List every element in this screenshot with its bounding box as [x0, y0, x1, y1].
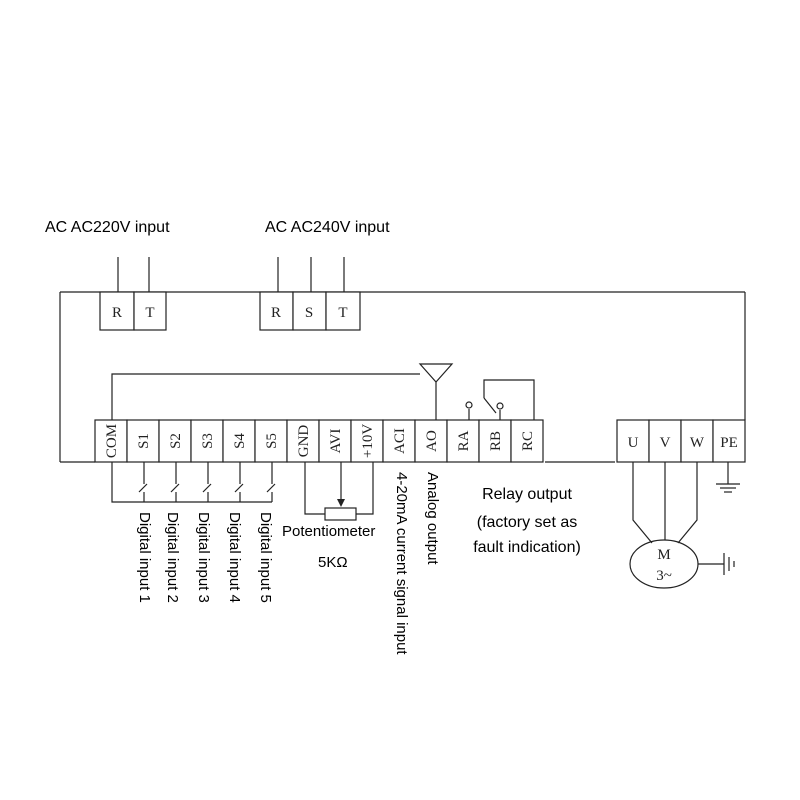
terminal-rb-label: RB — [488, 431, 504, 451]
terminal-s4 — [222, 419, 256, 463]
terminal-plus10v-label: +10V — [360, 424, 376, 458]
terminal-s3 — [190, 419, 224, 463]
terminal-ra-label: RA — [456, 430, 472, 451]
terminal-s5-label: S5 — [264, 433, 280, 449]
terminal-w-label: W — [690, 435, 705, 451]
relay-factory-label: (factory set as — [477, 514, 577, 531]
terminal-plus10v — [350, 419, 384, 463]
digital-input-5-label: Digital input 5 — [257, 512, 274, 603]
terminal-r-label: R — [112, 305, 122, 321]
terminal-s1-label: S1 — [136, 433, 152, 449]
terminal-rc — [510, 419, 544, 463]
terminal-avi-label: AVI — [328, 429, 344, 454]
terminal-s3-label: S3 — [200, 433, 216, 449]
ac220v-input-label: AC AC220V input — [45, 219, 170, 236]
potentiometer-symbol — [304, 462, 374, 521]
switch-s2 — [170, 462, 180, 493]
analog-output-antenna — [111, 363, 454, 420]
terminal-t-label: T — [145, 305, 154, 321]
switch-s4 — [234, 462, 244, 493]
ac240v-input-label: AC AC240V input — [265, 219, 390, 236]
terminal-t — [133, 291, 167, 331]
motor-label-3phase: 3~ — [656, 568, 672, 584]
terminal-t — [325, 291, 361, 331]
potentiometer-label: Potentiometer — [282, 523, 375, 540]
terminal-rc-label: RC — [520, 431, 536, 451]
ac220v-terminal-block: R T — [99, 257, 167, 331]
potentiometer-value-label: 5KΩ — [318, 554, 348, 571]
terminal-t-label: T — [338, 305, 347, 321]
terminal-r — [99, 291, 135, 331]
control-terminal-strip: COM S1 S2 S3 S4 S5 GND AVI +10V ACI AO RA RB RC — [94, 419, 544, 463]
terminal-gnd-label: GND — [296, 425, 312, 458]
inverter-outline — [59, 291, 746, 463]
motor-icon: M 3~ — [629, 539, 724, 589]
terminal-r — [259, 291, 294, 331]
terminal-u — [616, 419, 650, 463]
output-terminal-strip: U V W PE — [616, 419, 746, 463]
motor-wiring — [632, 462, 729, 544]
switch-s1 — [138, 462, 148, 493]
terminal-pe — [712, 419, 746, 463]
resistor-body — [324, 507, 357, 521]
motor-ground-icon — [723, 553, 735, 575]
digital-input-1-label: Digital input 1 — [136, 512, 153, 603]
terminal-s5 — [254, 419, 288, 463]
digital-input-labels: Digital input 1 Digital input 2 Digital … — [136, 512, 274, 603]
terminal-r-label: R — [271, 305, 281, 321]
terminal-ra — [446, 419, 480, 463]
terminal-s-label: S — [305, 305, 313, 321]
relay-fault-label: fault indication) — [473, 539, 581, 556]
terminal-s4-label: S4 — [232, 433, 248, 449]
terminal-v-label: V — [660, 435, 671, 451]
digital-input-3-label: Digital input 3 — [195, 512, 212, 603]
switch-s3 — [202, 462, 212, 493]
ac240v-terminal-block: R S T — [259, 257, 361, 331]
aci-current-input-label: 4-20mA current signal input — [393, 472, 410, 655]
motor-label-m: M — [657, 547, 670, 563]
terminal-avi — [318, 419, 352, 463]
terminal-s1 — [126, 419, 160, 463]
terminal-ao — [414, 419, 448, 463]
terminal-u-label: U — [628, 435, 639, 451]
digital-input-4-label: Digital input 4 — [226, 512, 243, 603]
digital-input-switches — [111, 462, 276, 503]
terminal-s2-label: S2 — [168, 433, 184, 449]
relay-contact-symbol — [465, 379, 535, 420]
terminal-ao-label: AO — [424, 430, 440, 452]
terminal-aci-label: ACI — [392, 428, 408, 454]
terminal-s — [292, 291, 327, 331]
ground-icon — [716, 483, 740, 493]
terminal-com — [94, 419, 128, 463]
terminal-v — [648, 419, 682, 463]
terminal-com-label: COM — [104, 424, 120, 458]
terminal-pe-label: PE — [720, 435, 738, 451]
analog-output-label: Analog output — [424, 472, 441, 565]
switch-s5 — [266, 462, 276, 493]
terminal-rb — [478, 419, 512, 463]
relay-output-label: Relay output — [482, 486, 572, 503]
digital-input-2-label: Digital input 2 — [164, 512, 181, 603]
